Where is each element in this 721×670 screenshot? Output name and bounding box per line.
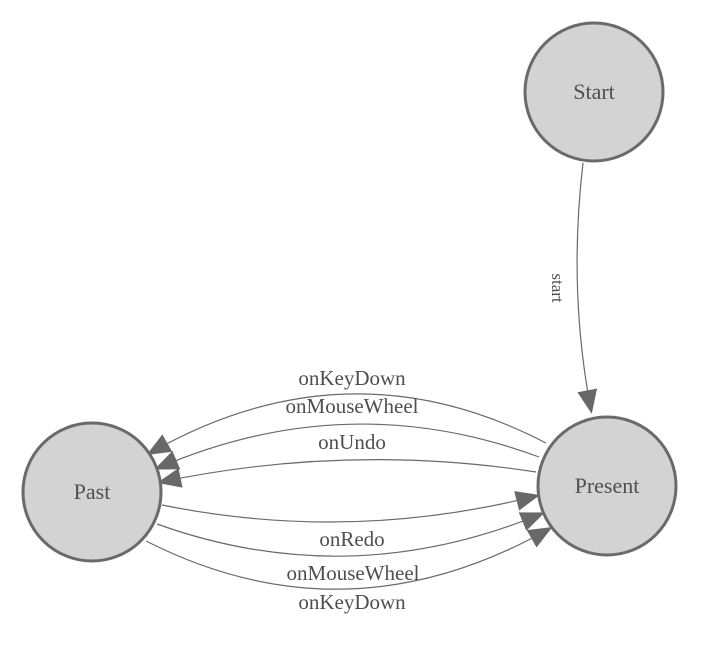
edge-label-onundo: onUndo [318, 430, 386, 454]
state-node-start-label: Start [573, 79, 615, 104]
edge-label-onkeydown-bottom: onKeyDown [298, 590, 406, 614]
state-node-past: Past [21, 421, 163, 563]
edge-label-start: start [548, 273, 567, 303]
edge-label-onmousewheel-bottom: onMouseWheel [287, 561, 420, 585]
state-node-present: Present [536, 415, 678, 557]
edge-past-to-present-onmousewheel [156, 512, 545, 557]
edge-present-to-past-onkeydown [146, 393, 547, 455]
state-node-past-label: Past [74, 479, 111, 504]
edge-past-to-present-onredo [161, 491, 540, 523]
state-node-present-label: Present [575, 473, 640, 498]
edge-label-onmousewheel-top: onMouseWheel [286, 394, 419, 418]
edge-start-to-present [576, 162, 598, 414]
edge-label-onkeydown-top: onKeyDown [298, 366, 406, 390]
state-node-start: Start [523, 21, 665, 163]
edge-label-onredo: onRedo [319, 527, 384, 551]
state-node-present-circle [536, 415, 678, 557]
edge-past-to-present-onkeydown [145, 527, 553, 590]
edge-present-to-past-onmousewheel [154, 423, 540, 470]
state-node-start-circle [523, 21, 665, 163]
edge-present-to-past-onundo [157, 459, 537, 488]
state-node-past-circle [21, 421, 163, 563]
